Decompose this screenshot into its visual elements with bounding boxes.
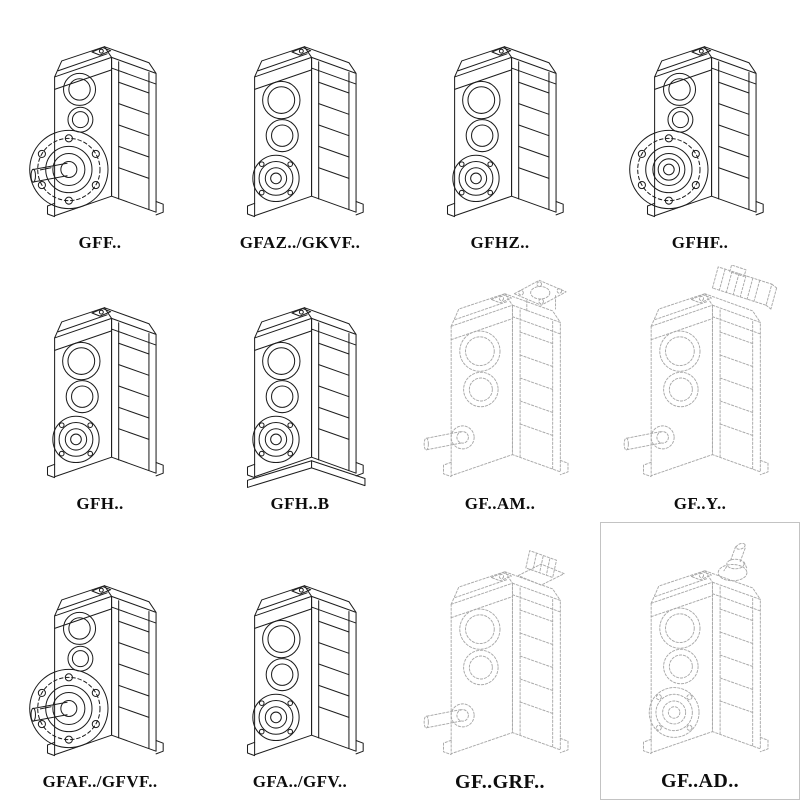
- hollow-shaft-gear-unit-drawing: [446, 46, 564, 218]
- adapter-gear-unit-drawing: [423, 279, 569, 478]
- flange-gear-unit-drawing: [29, 46, 164, 218]
- model-label: GFH..B: [270, 494, 330, 513]
- drawing-area: [218, 2, 382, 230]
- drawing-area: [408, 263, 592, 491]
- model-label: GFF..: [78, 233, 122, 252]
- hollow-shaft-gear-unit-drawing: [246, 46, 364, 218]
- model-label: GFAF../GFVF..: [42, 772, 158, 791]
- drawing-area: [608, 525, 792, 768]
- model-label: GFA../GFV..: [252, 772, 348, 791]
- model-label: GFHF..: [671, 233, 729, 252]
- product-cell-gff: GFF..: [0, 0, 200, 261]
- product-cell-gf-ad: GF..AD..: [600, 522, 800, 800]
- model-label: GF..GRF..: [455, 771, 545, 793]
- hollow-shaft-foot-gear-unit-drawing: [246, 307, 366, 488]
- flange-hollow-gear-unit-drawing: [629, 46, 764, 218]
- drawing-area: [618, 2, 782, 230]
- compact-adapter-gear-unit-drawing: [423, 550, 569, 756]
- hollow-shaft-gear-unit-drawing: [246, 585, 364, 757]
- product-cell-gfhf: GFHF..: [600, 0, 800, 261]
- model-label: GFAZ../GKVF..: [239, 233, 361, 252]
- product-cell-gf-grf: GF..GRF..: [400, 522, 600, 800]
- drawing-area: [608, 263, 792, 491]
- drawing-area: [18, 524, 182, 769]
- hollow-shaft-gear-unit-drawing: [46, 307, 164, 479]
- product-cell-gf-am: GF..AM..: [400, 261, 600, 522]
- motor-gear-unit-drawing: [623, 265, 778, 478]
- drawing-area: [218, 263, 382, 491]
- drawing-area: [18, 2, 182, 230]
- drawing-area: [408, 524, 592, 769]
- drawing-area: [418, 2, 582, 230]
- model-label: GF..AD..: [660, 770, 740, 792]
- drawing-area: [218, 524, 382, 769]
- drawing-area: [18, 263, 182, 491]
- product-cell-gfaf-gfvf: GFAF../GFVF..: [0, 522, 200, 800]
- product-cell-gfh-b: GFH..B: [200, 261, 400, 522]
- model-label: GFHZ..: [470, 233, 530, 252]
- product-cell-gfaz-gkvf: GFAZ../GKVF..: [200, 0, 400, 261]
- product-cell-gf-y: GF..Y..: [600, 261, 800, 522]
- flange-gear-unit-drawing: [29, 585, 164, 757]
- model-label: GF..Y..: [673, 494, 727, 513]
- input-shaft-adapter-gear-unit-drawing: [643, 542, 769, 755]
- product-cell-gfh: GFH..: [0, 261, 200, 522]
- model-label: GFH..: [76, 494, 124, 513]
- product-cell-gfhz: GFHZ..: [400, 0, 600, 261]
- model-label: GF..AM..: [464, 494, 536, 513]
- product-cell-gfa-gfv: GFA../GFV..: [200, 522, 400, 800]
